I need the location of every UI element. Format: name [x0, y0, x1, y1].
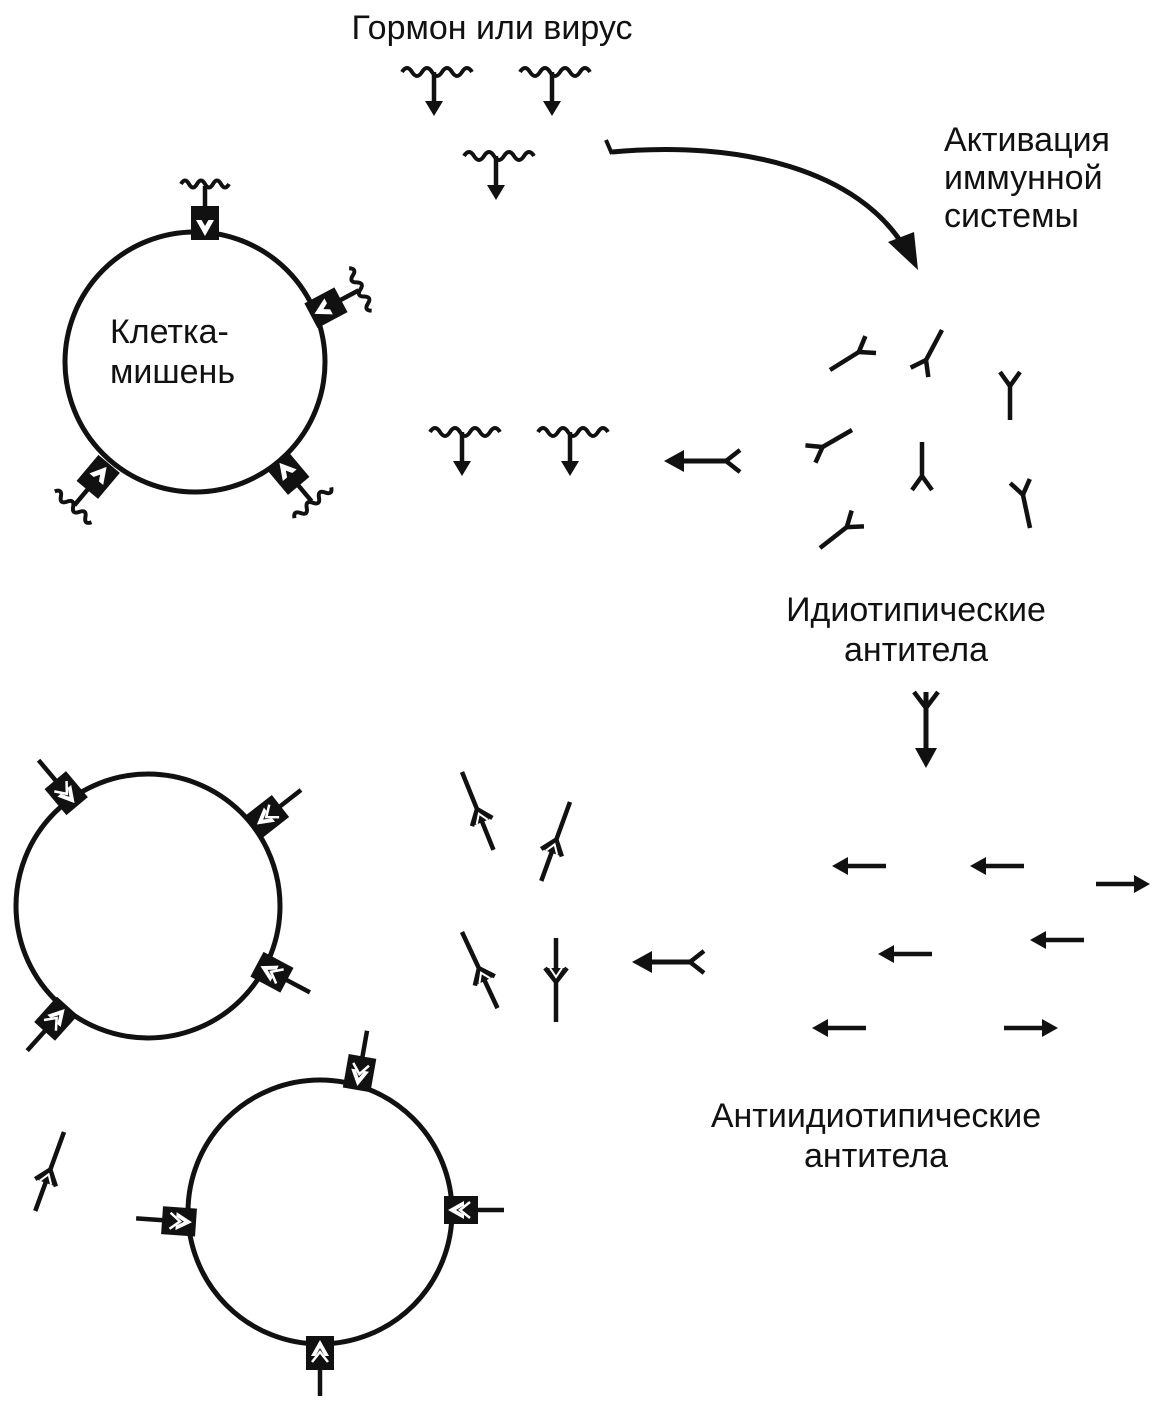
- idiotypic-antibody: [911, 325, 951, 377]
- receptor-with-anti-idiotype: [306, 1336, 334, 1396]
- label-anti-idiotypic-line1: Антиидиотипические: [646, 1098, 1106, 1134]
- bound-complex: [452, 927, 507, 1012]
- idiotypic-antibody: [912, 442, 932, 490]
- idiotypic-antibody: [1010, 479, 1040, 530]
- anti-idiotype-binds-arrow: [632, 951, 704, 973]
- activation-arrow: [606, 140, 918, 270]
- label-hormone-or-virus: Гормон или вирус: [292, 10, 692, 46]
- receptor-with-hormone: [300, 267, 375, 337]
- hormone-molecule: [520, 68, 590, 116]
- anti-idiotypic-antibody: [832, 857, 886, 875]
- label-idiotypic-line2: антитела: [706, 632, 1126, 668]
- hormone-molecule: [402, 68, 472, 116]
- label-idiotypic-line1: Идиотипические: [706, 592, 1126, 628]
- hormone-molecule: [464, 152, 534, 200]
- hormone-molecules-middle: [430, 428, 608, 476]
- anti-idiotypic-antibody: [1030, 931, 1084, 949]
- bound-complex: [545, 938, 567, 1022]
- receptor-with-anti-idiotype: [17, 997, 78, 1060]
- receptor-with-anti-idiotype: [343, 1028, 381, 1092]
- receptor-with-anti-idiotype: [250, 952, 316, 1005]
- hormone-molecules-top: [402, 68, 590, 200]
- idiotypic-antibodies-cluster: [805, 325, 1039, 556]
- idiotypic-antibody: [814, 511, 864, 556]
- hormone-molecule: [430, 428, 500, 476]
- label-immune-activation-line3: системы: [944, 198, 1079, 234]
- idiotype-binds-arrow: [664, 450, 740, 472]
- idiotypic-antibody: [805, 421, 857, 462]
- label-target-cell-line1: Клетка-: [110, 314, 229, 350]
- bound-complex: [25, 1128, 74, 1214]
- receptor-with-hormone: [53, 448, 128, 524]
- bound-complex: [452, 768, 504, 854]
- anti-idiotypic-antibody: [970, 857, 1024, 875]
- idiotype-to-anti-idiotype-arrow: [914, 692, 938, 768]
- hormone-molecule: [538, 428, 608, 476]
- anti-idiotypic-antibodies-cluster: [812, 857, 1150, 1037]
- antibody-complexes: [25, 768, 580, 1215]
- label-immune-activation-line2: иммунной: [944, 160, 1103, 196]
- anti-idiotypic-antibody: [1096, 875, 1150, 893]
- anti-idiotypic-antibody: [1004, 1019, 1058, 1037]
- cell-lower-right: [135, 1028, 504, 1396]
- receptor-with-anti-idiotype: [28, 751, 88, 815]
- anti-idiotypic-antibody: [812, 1019, 866, 1037]
- label-anti-idiotypic-line2: антитела: [646, 1138, 1106, 1174]
- bound-complex: [531, 798, 580, 884]
- label-immune-activation-line1: Активация: [944, 122, 1110, 158]
- receptor-with-anti-idiotype: [444, 1196, 504, 1224]
- idiotypic-antibody: [1000, 372, 1020, 420]
- cell-lower-left: [16, 751, 316, 1060]
- anti-idiotypic-antibody: [878, 945, 932, 963]
- idiotypic-antibody: [825, 336, 876, 378]
- receptor-with-hormone: [258, 444, 333, 520]
- receptor-with-anti-idiotype: [135, 1204, 197, 1236]
- label-target-cell-line2: мишень: [110, 354, 235, 390]
